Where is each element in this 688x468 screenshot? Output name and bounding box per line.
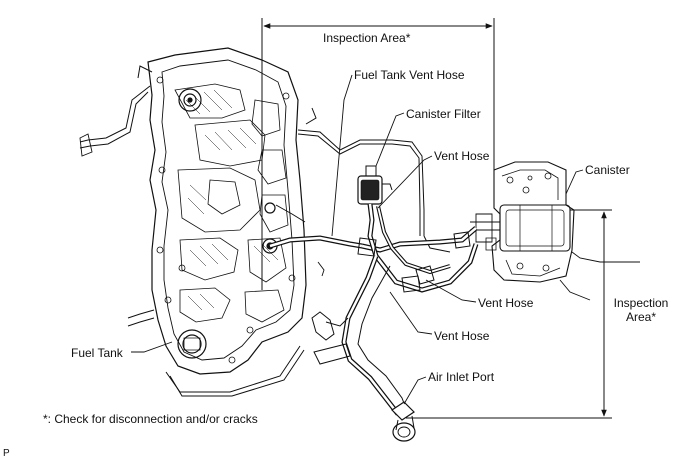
evap-pipe-top xyxy=(297,107,451,253)
canister-drawing xyxy=(470,161,640,301)
vent-hose-middle-label: Vent Hose xyxy=(478,296,534,310)
canister-filter-drawing xyxy=(357,165,479,293)
inspection-area-right-line2: Area* xyxy=(625,310,657,324)
vent-hose-top-label: Vent Hose xyxy=(434,149,490,163)
fuel-tank-label: Fuel Tank xyxy=(71,346,123,360)
vent-hose-bottom-label: Vent Hose xyxy=(434,329,490,343)
leader-lines xyxy=(131,74,584,405)
canister-filter-label: Canister Filter xyxy=(406,107,481,121)
air-inlet-port-label: Air Inlet Port xyxy=(428,370,495,384)
canister-label: Canister xyxy=(585,163,630,177)
fuel-tank-vent-hose-label: Fuel Tank Vent Hose xyxy=(354,68,465,82)
inspection-area-right-line1: Inspection xyxy=(613,296,669,310)
fuel-tank-vent-hose-drawing xyxy=(269,204,478,277)
footnote: *: Check for disconnection and/or cracks xyxy=(43,412,258,426)
page-marker: P xyxy=(3,448,10,459)
inspection-area-dimensions xyxy=(261,18,612,419)
inspection-area-top-label: Inspection Area* xyxy=(323,31,411,45)
inspection-area-right-label: Inspection Area* xyxy=(609,296,673,324)
fuel-tank-drawing xyxy=(147,47,307,375)
fuel-lines-left xyxy=(79,65,305,397)
